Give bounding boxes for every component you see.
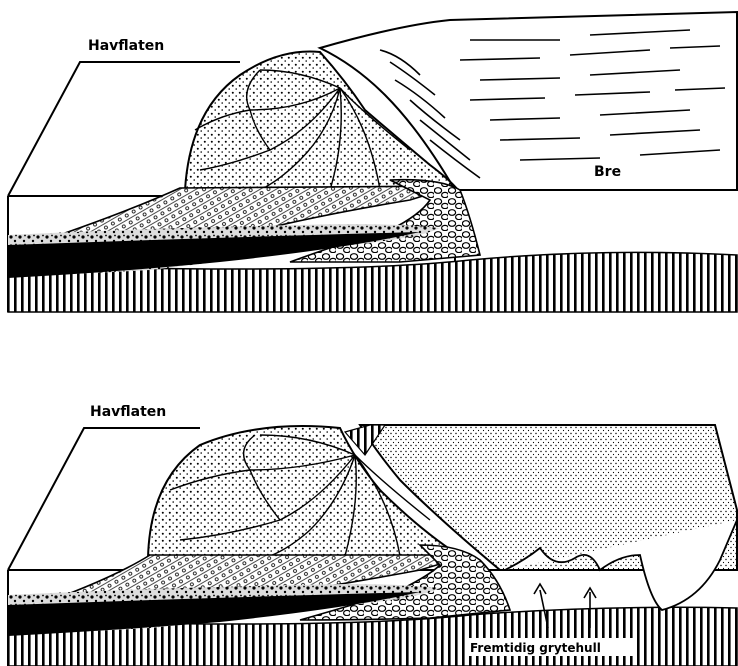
glacier-label: Bre: [594, 164, 621, 180]
top-panel: Havflaten Bre: [8, 12, 737, 312]
sea-level-label: Havflaten: [88, 38, 164, 54]
kettle-label: Fremtidig grytehull: [470, 641, 601, 655]
bottom-panel: Havflaten Fremtidig grytehull: [8, 404, 737, 666]
sea-level-label: Havflaten: [90, 404, 166, 420]
